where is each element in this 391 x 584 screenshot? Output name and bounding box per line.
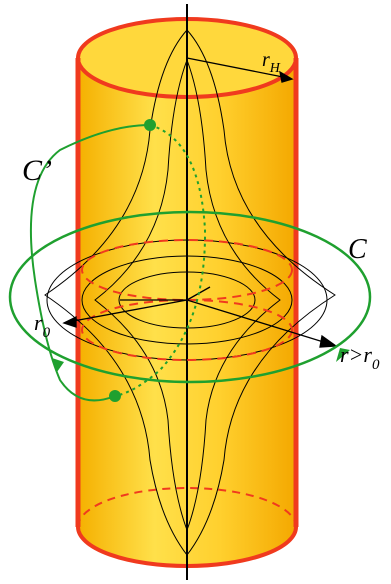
arrow-rh-shaft [186,57,289,79]
funnel-curves [44,29,336,556]
arrow-r-shaft [186,299,331,345]
arrow-r0-shaft [67,299,188,323]
ring-dashed-lower [81,299,293,361]
arrow-r-head [319,334,338,348]
funnel-curve-left [44,29,188,556]
c-prime-solid [29,124,151,402]
ring-dashed-upper [81,239,293,301]
label-r-gt-r0: r>r0 [340,342,380,373]
curve-c [8,210,372,384]
arrow-rh-head [279,70,294,83]
radius-arrows [62,57,338,348]
arrow-r0-head [62,315,77,328]
c-prime-arrow [52,358,64,372]
funnel-inner-right [186,59,281,531]
ring-middle [81,255,293,345]
c-ellipse [8,210,372,384]
ring-outer [46,239,328,361]
funnel-curve-right [186,29,336,556]
c-prime-dashed [114,124,207,397]
curve-c-prime [29,124,207,402]
funnel-inner-left [94,59,188,531]
label-rh: rH [262,49,281,76]
c-prime-end-dot [109,390,121,402]
label-r0: r0 [34,310,51,341]
c-prime-start-dot [144,119,156,131]
label-c-prime: C’ [22,154,52,187]
label-c: C [348,234,367,265]
c-arrow [336,348,350,362]
